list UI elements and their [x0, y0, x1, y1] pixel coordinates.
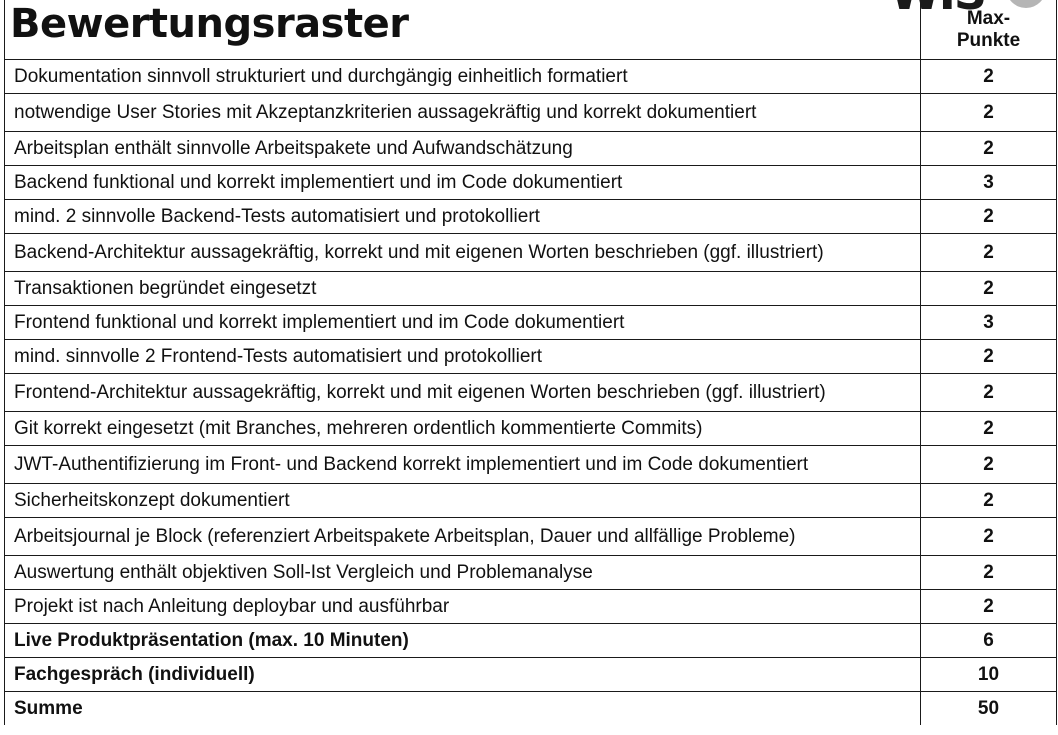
table-row: Fachgespräch (individuell) 10: [4, 657, 1057, 692]
points-cell: 10: [920, 657, 1057, 692]
criterion-cell: Git korrekt eingesetzt (mit Branches, me…: [4, 411, 921, 446]
grading-table: Bewertungsraster Max- Punkte Dokumentati…: [4, 0, 1057, 725]
criterion-cell: mind. 2 sinnvolle Backend-Tests automati…: [4, 199, 921, 234]
page-title: Bewertungsraster: [10, 0, 409, 47]
criterion-cell: Projekt ist nach Anleitung deploybar und…: [4, 589, 921, 624]
points-cell: 2: [920, 59, 1057, 94]
points-cell: 2: [920, 271, 1057, 306]
table-title-cell: Bewertungsraster: [4, 0, 921, 60]
criterion-cell: notwendige User Stories mit Akzeptanzkri…: [4, 93, 921, 132]
points-cell: 2: [920, 233, 1057, 272]
points-cell: 2: [920, 199, 1057, 234]
points-cell: 6: [920, 623, 1057, 658]
points-cell: 2: [920, 483, 1057, 518]
table-row: Projekt ist nach Anleitung deploybar und…: [4, 589, 1057, 624]
criterion-cell: JWT-Authentifizierung im Front- und Back…: [4, 445, 921, 484]
points-cell: 2: [920, 339, 1057, 374]
criterion-cell: mind. sinnvolle 2 Frontend-Tests automat…: [4, 339, 921, 374]
points-cell: 2: [920, 93, 1057, 132]
total-points-cell: 50: [920, 691, 1057, 725]
table-row: Auswertung enthält objektiven Soll-Ist V…: [4, 555, 1057, 590]
points-cell: 3: [920, 305, 1057, 340]
points-cell: 2: [920, 555, 1057, 590]
table-row: notwendige User Stories mit Akzeptanzkri…: [4, 93, 1057, 132]
table-row: Transaktionen begründet eingesetzt 2: [4, 271, 1057, 306]
table-row: Frontend-Architektur aussagekräftig, kor…: [4, 373, 1057, 412]
table-row: Backend funktional und korrekt implement…: [4, 165, 1057, 200]
table-row: mind. sinnvolle 2 Frontend-Tests automat…: [4, 339, 1057, 374]
criterion-cell: Frontend-Architektur aussagekräftig, kor…: [4, 373, 921, 412]
table-row: Dokumentation sinnvoll strukturiert und …: [4, 59, 1057, 94]
criterion-cell: Arbeitsjournal je Block (referenziert Ar…: [4, 517, 921, 556]
criterion-cell: Backend-Architektur aussagekräftig, korr…: [4, 233, 921, 272]
points-cell: 3: [920, 165, 1057, 200]
table-row: Backend-Architektur aussagekräftig, korr…: [4, 233, 1057, 272]
table-row: Arbeitsjournal je Block (referenziert Ar…: [4, 517, 1057, 556]
table-row: Arbeitsplan enthält sinnvolle Arbeitspak…: [4, 131, 1057, 166]
criterion-cell: Live Produktpräsentation (max. 10 Minute…: [4, 623, 921, 658]
criterion-cell: Frontend funktional und korrekt implemen…: [4, 305, 921, 340]
criterion-cell: Arbeitsplan enthält sinnvolle Arbeitspak…: [4, 131, 921, 166]
criterion-cell: Auswertung enthält objektiven Soll-Ist V…: [4, 555, 921, 590]
header-row: Bewertungsraster Max- Punkte: [4, 0, 1057, 60]
max-points-label-line1: Max-: [966, 8, 1011, 29]
points-cell: 2: [920, 373, 1057, 412]
points-cell: 2: [920, 517, 1057, 556]
table-row: Sicherheitskonzept dokumentiert 2: [4, 483, 1057, 518]
total-row: Summe 50: [4, 691, 1057, 725]
criterion-cell: Sicherheitskonzept dokumentiert: [4, 483, 921, 518]
table-row: Git korrekt eingesetzt (mit Branches, me…: [4, 411, 1057, 446]
max-points-header: Max- Punkte: [920, 0, 1057, 60]
criterion-cell: Dokumentation sinnvoll strukturiert und …: [4, 59, 921, 94]
max-points-label-line2: Punkte: [956, 30, 1021, 51]
points-cell: 2: [920, 445, 1057, 484]
criterion-cell: Transaktionen begründet eingesetzt: [4, 271, 921, 306]
total-label-cell: Summe: [4, 691, 921, 725]
points-cell: 2: [920, 589, 1057, 624]
points-cell: 2: [920, 131, 1057, 166]
criterion-cell: Fachgespräch (individuell): [4, 657, 921, 692]
points-cell: 2: [920, 411, 1057, 446]
table-row: JWT-Authentifizierung im Front- und Back…: [4, 445, 1057, 484]
table-row: Frontend funktional und korrekt implemen…: [4, 305, 1057, 340]
table-row: mind. 2 sinnvolle Backend-Tests automati…: [4, 199, 1057, 234]
table-row: Live Produktpräsentation (max. 10 Minute…: [4, 623, 1057, 658]
criterion-cell: Backend funktional und korrekt implement…: [4, 165, 921, 200]
